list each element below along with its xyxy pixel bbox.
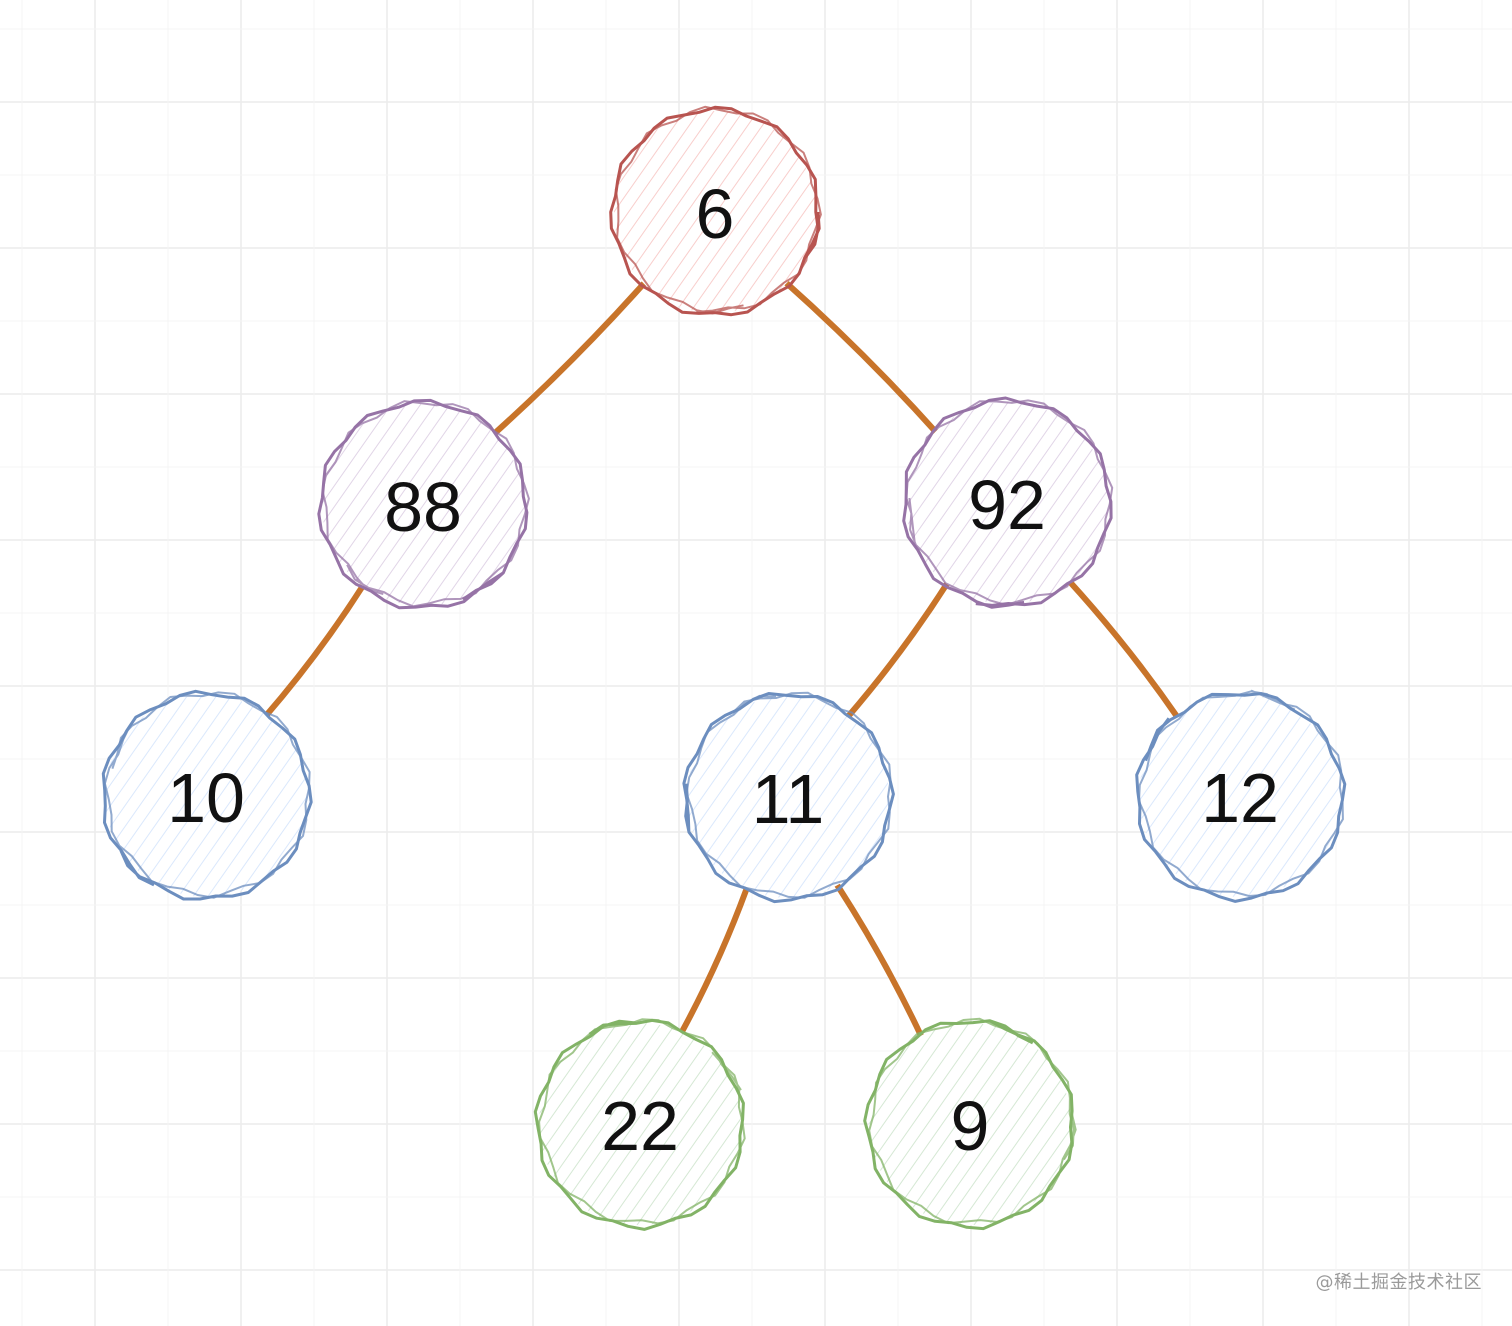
node-outline-sketch — [1137, 689, 1344, 898]
edge-n11-n9 — [833, 880, 925, 1041]
node-hatch-fill — [322, 404, 524, 606]
node-outline — [1135, 692, 1347, 903]
edges — [262, 278, 1182, 1041]
watermark-text: @稀土掘金技术社区 — [1315, 1272, 1482, 1293]
node-label: 12 — [1201, 759, 1279, 837]
node-outline — [902, 396, 1113, 609]
node-outline-sketch — [905, 399, 1114, 606]
node-6: 6 — [609, 105, 822, 317]
node-hatch-fill — [906, 402, 1108, 604]
node-outline-sketch — [614, 105, 822, 315]
node-label: 88 — [384, 468, 462, 546]
node-outline-sketch — [868, 1017, 1077, 1225]
node-hatch-fill — [539, 1023, 741, 1225]
node-10: 10 — [101, 689, 313, 901]
node-88: 88 — [317, 398, 530, 610]
node-label: 6 — [696, 175, 735, 253]
edge-n92-n12 — [1065, 577, 1182, 722]
node-hatch-fill — [614, 111, 816, 313]
node-hatch-fill — [869, 1023, 1071, 1225]
node-outline-sketch — [321, 400, 530, 608]
node-9: 9 — [863, 1017, 1077, 1231]
nodes: 6 88 92 10 11 12 22 9 — [101, 105, 1347, 1231]
node-11: 11 — [682, 691, 895, 904]
edge-n6-n92 — [782, 278, 940, 437]
node-outline — [682, 692, 895, 904]
node-label: 9 — [951, 1087, 990, 1165]
node-outline-sketch — [538, 1018, 746, 1225]
edge-n6-n88 — [489, 279, 649, 438]
node-label: 10 — [167, 759, 245, 837]
node-outline-sketch — [685, 691, 892, 899]
node-hatch-fill — [105, 695, 307, 897]
edge-n92-n11 — [844, 579, 951, 721]
edge-n11-n22 — [677, 884, 751, 1037]
node-12: 12 — [1135, 689, 1347, 903]
edge-n88-n10 — [262, 581, 367, 720]
node-hatch-fill — [1139, 695, 1341, 897]
node-label: 11 — [752, 760, 825, 838]
node-label: 22 — [601, 1087, 679, 1165]
node-outline-sketch — [103, 691, 311, 899]
node-22: 22 — [533, 1018, 746, 1231]
node-hatch-fill — [687, 696, 889, 898]
node-92: 92 — [902, 396, 1114, 609]
node-label: 92 — [968, 466, 1046, 544]
